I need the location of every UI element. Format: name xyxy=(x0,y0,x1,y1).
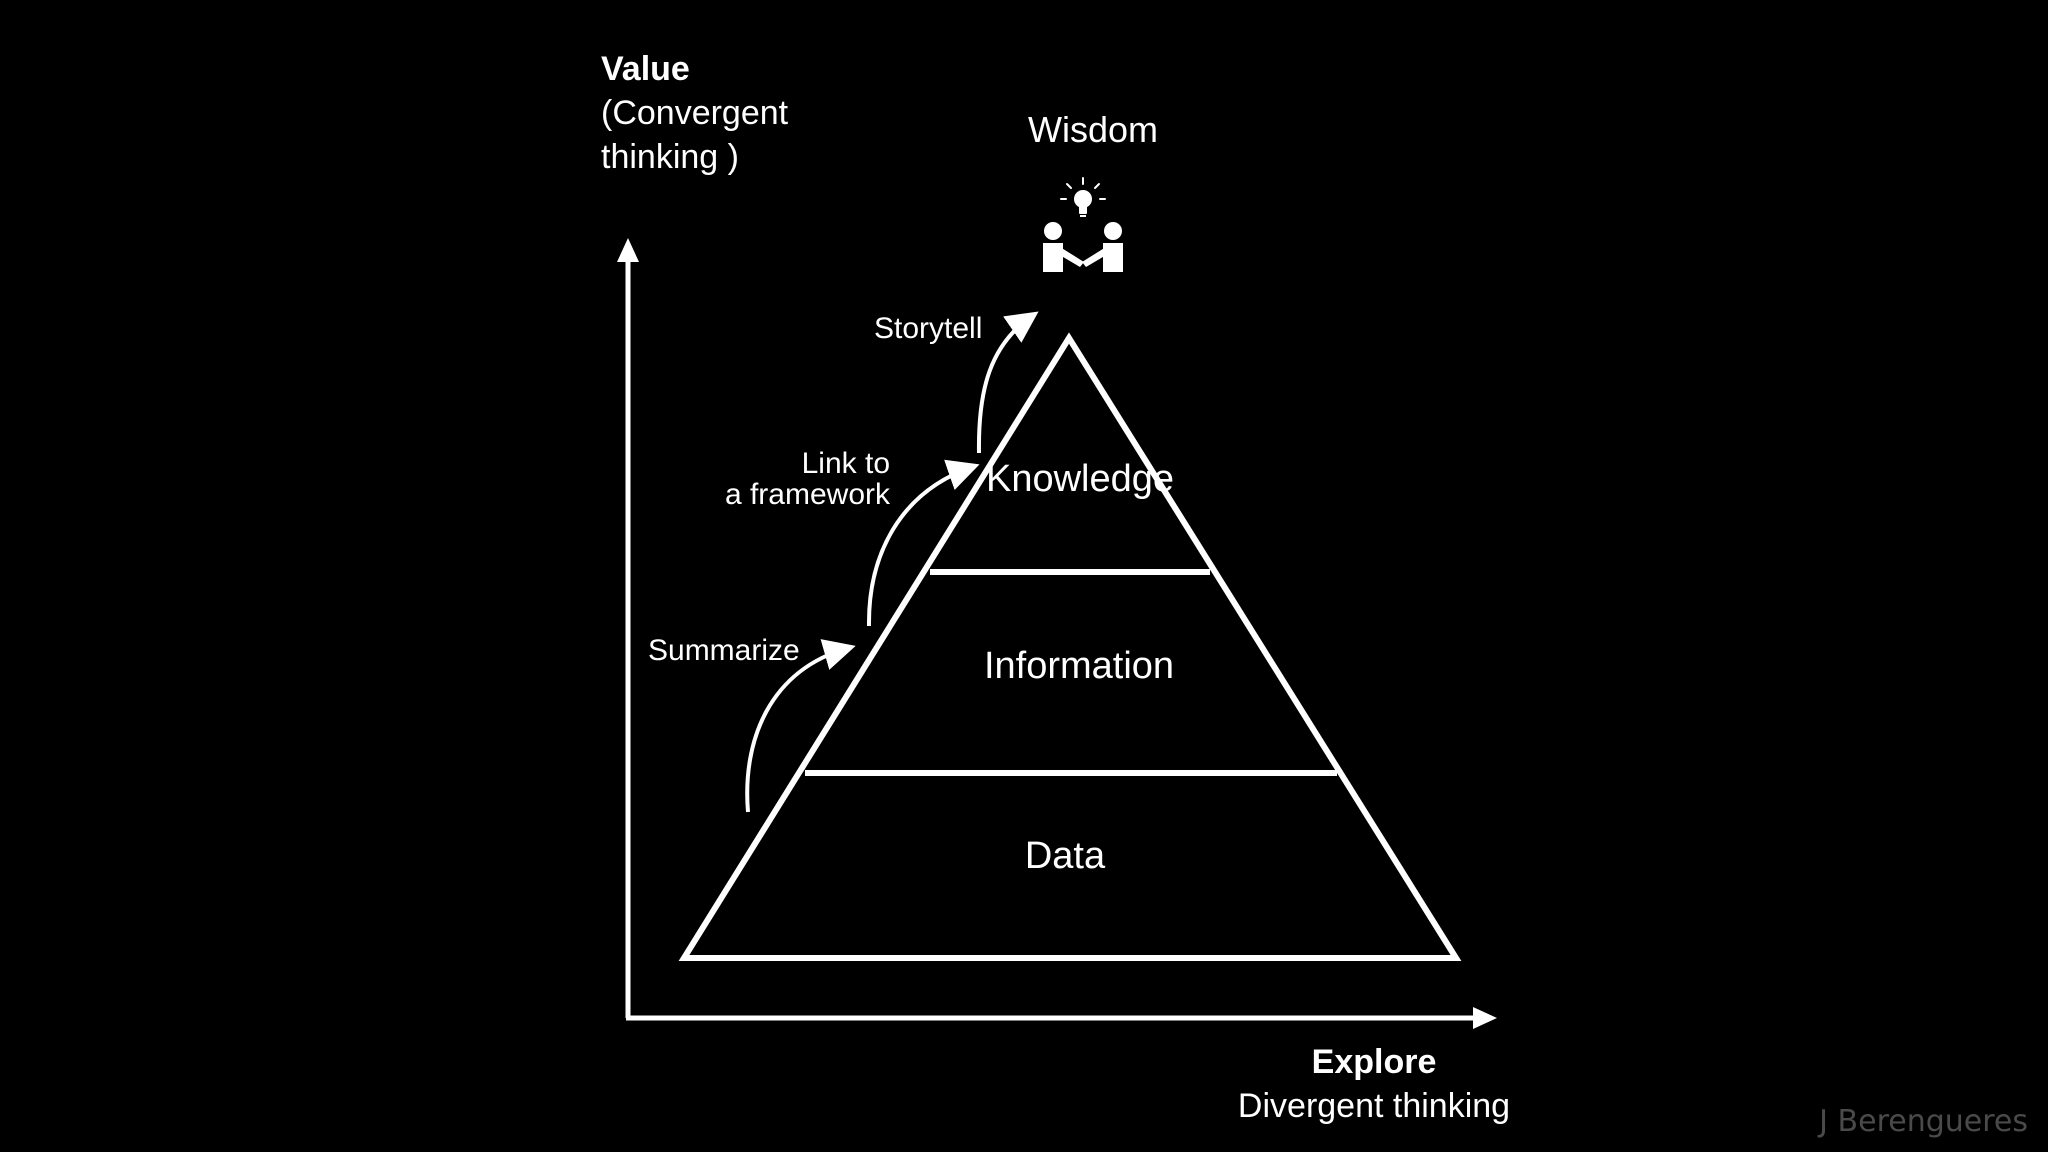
x-axis-arrowhead xyxy=(1473,1007,1497,1029)
storytell-arrow xyxy=(976,311,1039,454)
transition-label-summarize: Summarize xyxy=(648,634,800,667)
summarize-arrow xyxy=(745,639,856,813)
x-axis-title: Explore xyxy=(1312,1043,1437,1081)
transition-label-link-line2: a framework xyxy=(725,478,891,511)
y-axis-subtitle-line2: thinking ) xyxy=(601,138,739,176)
pyramid xyxy=(678,332,1462,961)
level-label-data: Data xyxy=(1025,835,1106,877)
y-axis-title: Value xyxy=(601,50,690,88)
y-axis-arrowhead xyxy=(617,238,639,262)
level-label-knowledge: Knowledge xyxy=(986,458,1174,500)
x-axis xyxy=(626,1007,1497,1029)
transition-label-storytell: Storytell xyxy=(874,312,982,345)
transition-label-link-line1: Link to xyxy=(802,447,890,480)
y-axis xyxy=(617,238,639,1018)
level-label-information: Information xyxy=(984,645,1174,687)
handshake-lightbulb-icon xyxy=(1043,177,1123,272)
level-label-wisdom: Wisdom xyxy=(1028,109,1158,150)
author-credit: J Berengueres xyxy=(1817,1104,2028,1139)
x-axis-subtitle: Divergent thinking xyxy=(1238,1087,1510,1125)
link-framework-arrow xyxy=(866,459,980,627)
y-axis-subtitle-line1: (Convergent xyxy=(601,94,789,132)
pyramid-outline xyxy=(678,332,1462,961)
